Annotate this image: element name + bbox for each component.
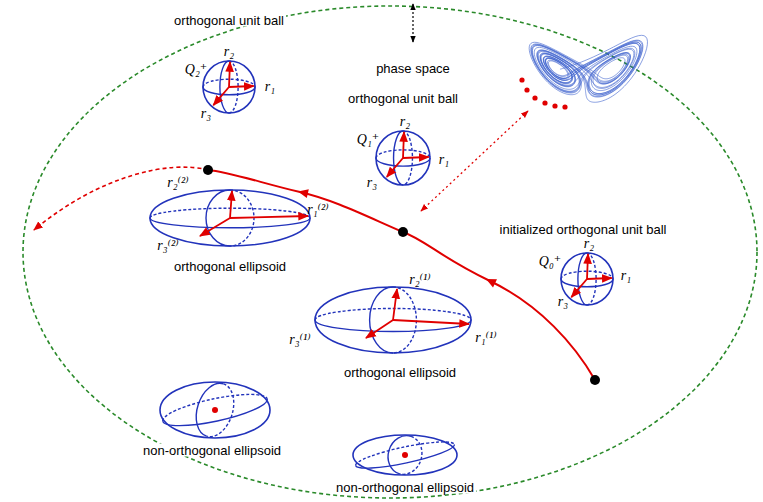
shape-caption: initialized orthogonal unit ball (498, 223, 669, 236)
vector-label: r₁⁽²⁾ (307, 203, 328, 217)
vector-label: Q₀⁺ (539, 255, 561, 269)
basis-vector (393, 289, 397, 320)
ball-meridian (578, 253, 587, 305)
vector-label: r₂⁽²⁾ (167, 176, 188, 190)
ellipsoid-equator (315, 320, 471, 332)
shape-caption: orthogonal ellipsoid (342, 366, 458, 379)
vector-label: r₁ (265, 80, 275, 94)
basis-vector (587, 278, 612, 279)
phase-space-shape: orthogonal unit ball r₂ Q₂⁺ r₁ r₃ (150, 8, 310, 122)
trajectory-point (398, 227, 408, 237)
vector-label: r₂⁽¹⁾ (409, 273, 430, 287)
vector-label: r₂ (224, 45, 234, 59)
vector-label: r₁ (439, 153, 449, 167)
shape-caption: orthogonal unit ball (346, 92, 460, 105)
vector-label: r₂ (584, 237, 594, 251)
basis-vector (403, 157, 429, 158)
basis-vector (230, 191, 232, 218)
vector-label: Q₂⁺ (185, 63, 207, 77)
vector-label: Q₁⁺ (357, 133, 379, 147)
ellipsoid-section (190, 378, 224, 436)
unit-ball (561, 253, 613, 305)
ball-meridian (220, 61, 229, 113)
ball-meridian (394, 131, 403, 185)
ellipsoid-section (399, 436, 427, 478)
ellipsoid-section (356, 445, 456, 474)
vector-label: r₁⁽¹⁾ (475, 331, 496, 345)
phase-space-shape: r₂⁽¹⁾ r₁⁽¹⁾ r₃⁽¹⁾ orthogonal ellipsoid (280, 270, 505, 380)
phase-space-shape: non-orthogonal ellipsoid (140, 378, 300, 460)
basis-vector (393, 320, 469, 324)
basis-vector (366, 320, 393, 338)
unit-ball (376, 131, 430, 185)
phase-space-boundary (23, 6, 757, 498)
vector-label: r₃ (201, 107, 211, 121)
ellipsoid (160, 382, 270, 438)
ellipsoid-section (354, 437, 454, 466)
phase-space-arrow (412, 4, 413, 42)
shape-caption: non-orthogonal ellipsoid (334, 481, 476, 494)
trajectory (403, 232, 595, 380)
basis-vector (229, 62, 230, 87)
vector-label: r₃ (367, 176, 377, 190)
ellipsoid-center (402, 452, 408, 458)
basis-vector (230, 216, 308, 218)
ellipsoid-equator (150, 218, 310, 228)
vector-label: r₃⁽¹⁾ (289, 333, 310, 347)
ellipsoid-meridian (206, 190, 230, 246)
trajectory-arrowhead (298, 189, 309, 198)
region-label: phase space (374, 62, 452, 75)
basis-vector (229, 86, 254, 87)
ellipsoid-section (383, 431, 411, 473)
basis-vector (200, 218, 230, 236)
basis-vector (387, 158, 403, 177)
vector-label: r₁ (621, 269, 631, 283)
lorenz-curve (529, 35, 647, 102)
vector-label: r₂ (400, 115, 410, 129)
phase-space-shape: orthogonal unit ball r₂ Q₁⁺ r₁ r₃ (320, 88, 490, 192)
basis-vector (213, 87, 229, 105)
unit-ball (203, 61, 255, 113)
trajectory-point (203, 165, 213, 175)
ellipsoid-section (160, 388, 267, 421)
lorenz-attractor (529, 35, 647, 102)
ellipsoid (353, 435, 457, 475)
phase-space-shape: non-orthogonal ellipsoid (330, 428, 480, 496)
trajectory-points (519, 77, 567, 109)
shape-caption: orthogonal ellipsoid (172, 260, 288, 273)
shape-outline (280, 270, 505, 380)
basis-vector (571, 279, 587, 297)
ellipsoid-section (207, 384, 241, 442)
ellipsoid-meridian (370, 287, 393, 353)
shape-caption: non-orthogonal ellipsoid (141, 444, 283, 457)
trajectory-arrowhead (486, 279, 497, 287)
vector-label: r₃ (558, 295, 568, 309)
basis-vector (403, 132, 404, 158)
trajectory-point (590, 375, 600, 385)
ellipsoid-section (163, 399, 270, 432)
vector-label: r₃⁽²⁾ (157, 239, 178, 253)
shape-caption: orthogonal unit ball (172, 14, 286, 27)
ellipsoid (315, 287, 471, 353)
phase-space-shape: initialized orthogonal unit ballr₂ Q₀⁺ r₁ r… (480, 219, 680, 311)
zoom-arrow (421, 111, 528, 211)
trajectory (208, 170, 403, 232)
basis-vector (587, 254, 588, 279)
ellipsoid (150, 190, 310, 246)
ellipsoid-center (212, 407, 218, 413)
trajectory-continuation (34, 167, 208, 230)
phase-space-shape: r₂⁽²⁾ r₁⁽²⁾ r₃⁽²⁾ orthogonal ellipsoid (140, 160, 340, 278)
